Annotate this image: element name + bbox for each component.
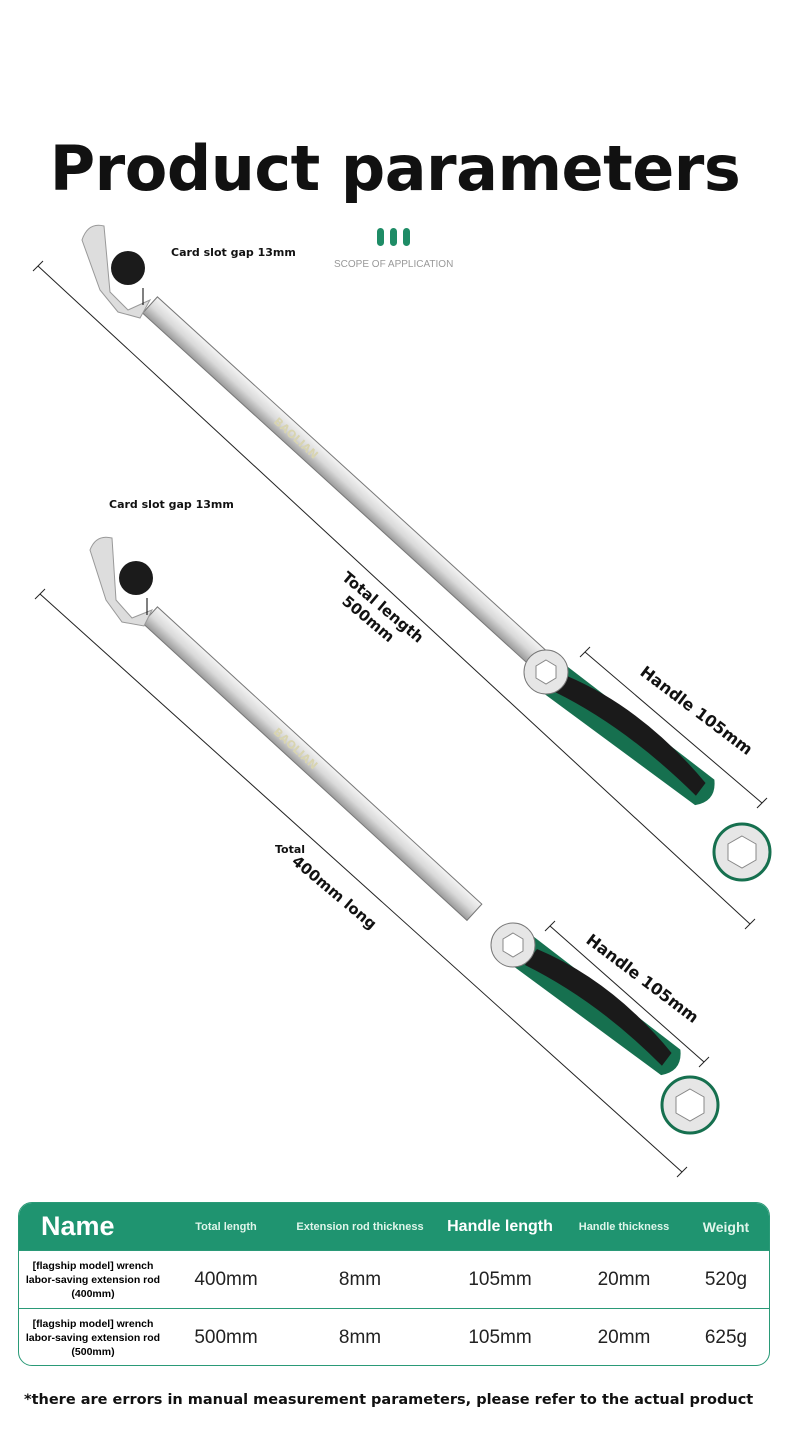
cell-total-length: 500mm (194, 1326, 258, 1348)
header-total-length: Total length (195, 1220, 257, 1233)
header-name: Name (41, 1211, 115, 1241)
header-handle-length: Handle length (447, 1217, 553, 1235)
cell-weight: 625g (704, 1326, 748, 1348)
cell-rod-thickness: 8mm (338, 1268, 382, 1290)
cell-name: [flagship model] wrench labor-saving ext… (25, 1317, 161, 1358)
card-slot-label-bottom: Card slot gap 13mm (109, 498, 234, 511)
dimension-lines (32, 260, 768, 1178)
table-row: [flagship model] wrench labor-saving ext… (19, 1308, 769, 1365)
card-slot-label-top: Card slot gap 13mm (171, 246, 296, 259)
page-title: Product parameters (49, 132, 741, 205)
cell-weight: 520g (704, 1268, 748, 1290)
table-row: [flagship model] wrench labor-saving ext… (19, 1250, 769, 1308)
cell-handle-thickness: 20mm (597, 1326, 651, 1348)
cell-name: [flagship model] wrench labor-saving ext… (25, 1259, 161, 1300)
cell-handle-length: 105mm (468, 1326, 532, 1348)
table-header: Name Total length Extension rod thicknes… (19, 1203, 769, 1250)
wrench-400mm: BAOLIAN (89, 536, 720, 1135)
total-length-400-label-a: Total (275, 843, 306, 856)
parameters-table: Name Total length Extension rod thicknes… (18, 1202, 770, 1366)
cell-total-length: 400mm (194, 1268, 258, 1290)
wrench-500mm: BAOLIAN (81, 224, 772, 882)
cell-handle-thickness: 20mm (597, 1268, 651, 1290)
footnote: *there are errors in manual measurement … (24, 1392, 754, 1408)
scope-label: SCOPE OF APPLICATION (334, 259, 454, 270)
header-weight: Weight (702, 1218, 750, 1235)
cell-rod-thickness: 8mm (338, 1326, 382, 1348)
header-rod-thickness: Extension rod thickness (296, 1220, 424, 1233)
cell-handle-length: 105mm (468, 1268, 532, 1290)
header-handle-thickness: Handle thickness (578, 1220, 670, 1233)
decorative-bars-icon (377, 228, 410, 246)
